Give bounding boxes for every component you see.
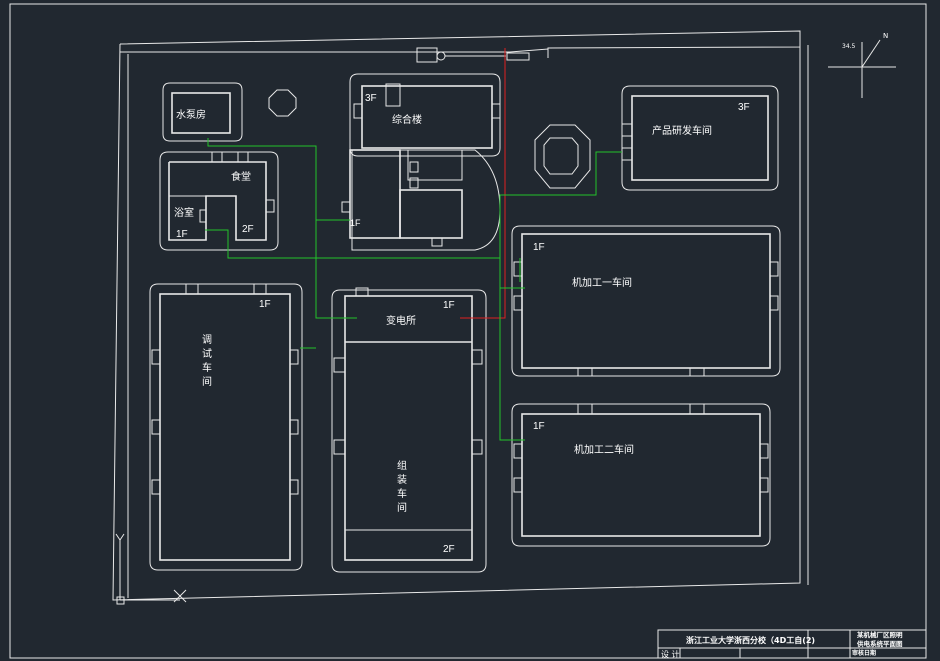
office-annex-floor-label: 1F <box>350 218 361 228</box>
debug-floor-label: 1F <box>259 299 271 310</box>
title-block: 浙江工业大学浙西分校（4D工自(2) 某机械厂区照明 供电系统平面图 设 计 审… <box>657 629 927 659</box>
title-design: 设 计 <box>661 649 680 659</box>
gate <box>416 47 530 63</box>
machining2-floor-label: 1F <box>533 421 545 432</box>
office-label: 综合楼 <box>392 113 422 126</box>
rd-floor-label: 3F <box>738 102 750 113</box>
high-voltage-line <box>460 48 506 319</box>
drawing-frame <box>9 3 927 659</box>
debug-workshop: 1F 调试车间 <box>149 283 303 571</box>
compass-north-label: N <box>883 32 888 40</box>
title-right-1: 某机械厂区照明 <box>857 630 903 639</box>
substation-assembly: 1F 变电所 组装车间 2F <box>331 287 487 573</box>
substation-label: 变电所 <box>386 314 416 327</box>
bathroom-floor-label: 1F <box>176 229 188 240</box>
debug-label: 调试车间 <box>200 334 212 390</box>
substation-floor-label: 1F <box>443 300 455 311</box>
assembly-label: 组装车间 <box>395 459 407 516</box>
distribution-cables <box>205 138 622 441</box>
title-main: 浙江工业大学浙西分校（4D工自(2) <box>686 635 815 645</box>
flower-bed <box>534 124 591 189</box>
office-floor-label: 3F <box>365 93 377 104</box>
machining-workshop-2: 1F 机加工二车间 <box>511 403 771 547</box>
rd-label: 产品研发车间 <box>652 124 712 137</box>
assembly-floor-label: 2F <box>443 544 455 555</box>
compass-angle-label: 34.5 <box>842 43 856 50</box>
compass: N 34.5 <box>828 32 896 98</box>
bathroom-label: 浴室 <box>174 206 194 219</box>
office-building: 3F 综合楼 1F <box>341 73 501 251</box>
pump-house-label: 水泵房 <box>176 108 206 121</box>
machining-workshop-1: 1F 机加工一车间 <box>511 225 781 377</box>
canteen-label: 食堂 <box>231 170 251 183</box>
rd-workshop: 3F 产品研发车间 <box>621 85 779 191</box>
tree-octagon <box>268 89 297 117</box>
machining1-floor-label: 1F <box>533 242 545 253</box>
title-right-2: 供电系统平面图 <box>856 639 903 648</box>
site-boundary <box>112 30 809 601</box>
pump-house: 水泵房 <box>162 82 243 142</box>
machining2-label: 机加工二车间 <box>574 443 634 456</box>
canteen-bathroom: 食堂 浴室 1F 2F <box>159 151 279 251</box>
machining1-label: 机加工一车间 <box>572 276 632 289</box>
canteen-floor-label: 2F <box>242 224 254 235</box>
ucs-axis-icon <box>115 533 187 605</box>
title-review-date: 审核日期 <box>852 649 876 657</box>
